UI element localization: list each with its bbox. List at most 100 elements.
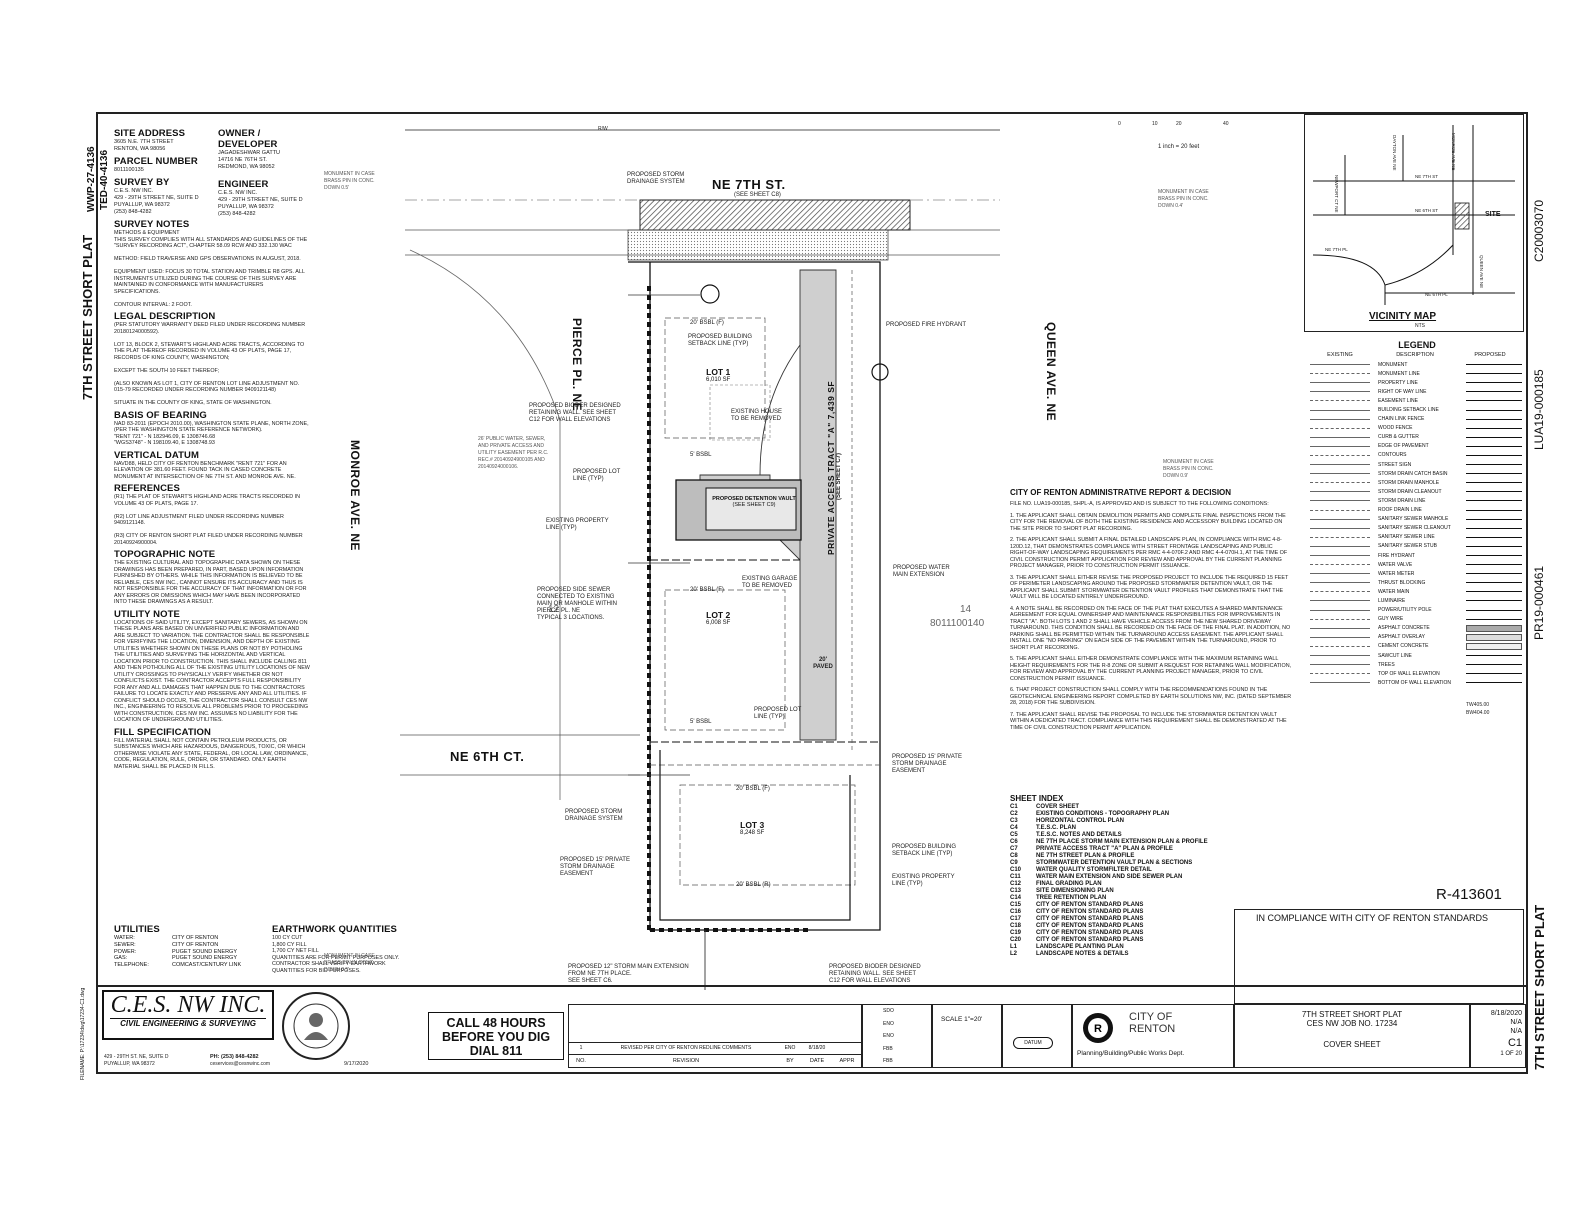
utility-provider: CITY OF RENTON <box>172 941 219 948</box>
legend-row: SAWCUT LINE <box>1310 651 1524 660</box>
legend-proposed-symbol <box>1466 642 1522 650</box>
decision-condition: 7. THE APPLICANT SHALL REVISE THE PROPOS… <box>1010 711 1287 731</box>
ne-6th-ct-label: NE 6TH CT. <box>450 749 525 764</box>
legend-proposed-symbol <box>1466 618 1522 620</box>
callout-building-setback-2: PROPOSED BUILDING SETBACK LINE (TYP) <box>892 844 957 857</box>
utility-row: WATER:CITY OF RENTON <box>114 935 274 942</box>
permit-code-lua: LUA19-000185 <box>1532 369 1546 450</box>
legend-proposed-symbol <box>1466 473 1522 475</box>
legend-row: TREES <box>1310 660 1524 669</box>
pierce-pl-label: PIERCE PL. NE <box>570 318 584 412</box>
notes-column: SITE ADDRESS 3605 N.E. 7TH STREET RENTON… <box>114 128 310 770</box>
fieldbook: N/A <box>1510 1019 1522 1026</box>
drawing-sheet-border <box>96 112 1528 1074</box>
vicinity-ne6th: NE 6TH ST <box>1415 208 1439 213</box>
legend-row: STORM DRAIN LINE <box>1310 496 1524 505</box>
paved-width: 20' PAVED <box>813 657 833 670</box>
legend-description: SANITARY SEWER STUB <box>1378 543 1437 550</box>
callout-monument-ne: MONUMENT IN CASE BRASS PIN IN CONC. DOWN… <box>1158 189 1209 209</box>
legend-description: MONUMENT LINE <box>1378 370 1420 377</box>
north-arrow-marker <box>700 284 720 304</box>
utility-type: POWER: <box>114 948 137 955</box>
legend-description: CHAIN LINK FENCE <box>1378 416 1425 423</box>
legend-proposed-symbol <box>1466 427 1522 429</box>
legend-description: STREET SIGN <box>1378 461 1412 468</box>
seal-portrait-icon <box>293 1003 339 1049</box>
legend-description: STORM DRAIN CLEANOUT <box>1378 488 1442 495</box>
decision-items: 1. THE APPLICANT SHALL OBTAIN DEMOLITION… <box>1010 513 1292 732</box>
utility-provider: PUGET SOUND ENERGY <box>172 948 237 955</box>
legend-proposed-symbol <box>1466 518 1522 520</box>
legend-description: PROPERTY LINE <box>1378 379 1418 386</box>
legend-row: STREET SIGN <box>1310 460 1524 469</box>
legend-existing-symbol <box>1310 618 1370 620</box>
scale-tick-40: 40 <box>1223 121 1229 127</box>
legend-proposed-symbol <box>1466 464 1522 466</box>
legend-proposed-symbol <box>1466 655 1522 657</box>
vault-name: PROPOSED DETENTION VAULT <box>712 496 796 502</box>
legend-description: TREES <box>1378 661 1395 668</box>
legend-row: SANITARY SEWER CLEANOUT <box>1310 524 1524 533</box>
sheet-code: C17 <box>1010 916 1022 922</box>
legend-description: THRUST BLOCKING <box>1378 579 1426 586</box>
legend-proposed-symbol <box>1466 373 1522 375</box>
legend-existing-symbol <box>1310 400 1370 402</box>
legend-description: ASPHALT CONCRETE <box>1378 625 1430 632</box>
utility-provider: CITY OF RENTON <box>172 935 219 941</box>
legend-description: GUY WIRE <box>1378 616 1404 623</box>
legend-proposed-symbol <box>1466 409 1522 411</box>
sheet-number: C1 <box>1507 1037 1522 1049</box>
sheet-title: COVER SHEET <box>1323 1040 1381 1049</box>
call-line-2: BEFORE YOU DIG <box>441 1030 551 1044</box>
sheet-code: C18 <box>1010 923 1022 929</box>
firm-tagline: CIVIL ENGINEERING & SURVEYING <box>110 1018 266 1028</box>
legend-existing-symbol <box>1310 391 1370 393</box>
legend-proposed-symbol <box>1466 664 1522 666</box>
legend-description: EDGE OF PAVEMENT <box>1378 443 1429 450</box>
legend-description: LUMINAIRE <box>1378 597 1406 604</box>
revision-col-header: APPR <box>839 1057 855 1064</box>
sheet-code: C10 <box>1010 867 1022 873</box>
callout-easement: 26' PUBLIC WATER, SEWER, AND PRIVATE ACC… <box>478 436 549 470</box>
decision-title: CITY OF RENTON ADMINISTRATIVE REPORT & D… <box>1010 488 1232 497</box>
survey-by: C.E.S. NW INC. 429 - 29TH STREET NE, SUI… <box>114 188 199 215</box>
sheet-code: C4 <box>1010 825 1018 831</box>
engineer-seal <box>282 992 350 1060</box>
decision-condition: 2. THE APPLICANT SHALL SUBMIT A FINAL DE… <box>1010 537 1288 569</box>
legend-description: FIRE HYDRANT <box>1378 552 1415 559</box>
sheet-code: C8 <box>1010 853 1018 859</box>
callout-water-main: PROPOSED WATER MAIN EXTENSION <box>893 565 950 578</box>
legend-proposed-symbol <box>1466 555 1522 557</box>
call-line-1: CALL 48 HOURS <box>446 1016 546 1030</box>
lot12-number: 12 <box>548 604 560 615</box>
detention-vault-inner <box>705 487 797 531</box>
lot2-side-bsbl: 5' BSBL <box>690 719 712 725</box>
legend-row: CONTOURS <box>1310 451 1524 460</box>
legend-existing-symbol <box>1310 454 1370 456</box>
sheet-name: NE 7TH STREET PLAN & PROFILE <box>1036 853 1135 859</box>
legend-proposed-symbol <box>1466 682 1522 684</box>
legend-row: CURB & GUTTER <box>1310 433 1524 442</box>
legend-row: WATER METER <box>1310 569 1524 578</box>
callout-storm-main-extension: PROPOSED 12" STORM MAIN EXTENSION FROM N… <box>568 964 689 984</box>
vicinity-monroe: MONROE AVE NE <box>1451 133 1456 171</box>
sheet-index-row: C8 NE 7TH STREET PLAN & PROFILE <box>1010 853 1250 860</box>
decision-condition: 3. THE APPLICANT SHALL EITHER REVISE THE… <box>1010 574 1289 601</box>
legend-row: FIRE HYDRANT <box>1310 551 1524 560</box>
property-boundary <box>628 261 881 931</box>
callout-monument-sw: MONUMENT IN CASE BRASS PIN IN CONC. DOWN… <box>324 953 375 973</box>
vicinity-ne6th-pl: NE 6TH PL <box>1425 292 1448 297</box>
legend-existing-symbol <box>1310 673 1370 675</box>
legend-existing-symbol <box>1310 645 1370 647</box>
vertical-datum: NAVD88, HELD CITY OF RENTON BENCHMARK "R… <box>114 460 296 480</box>
legend-row: MONUMENT LINE <box>1310 369 1524 378</box>
callout-storm-easement: PROPOSED 15' PRIVATE STORM DRAINAGE EASE… <box>892 754 962 774</box>
